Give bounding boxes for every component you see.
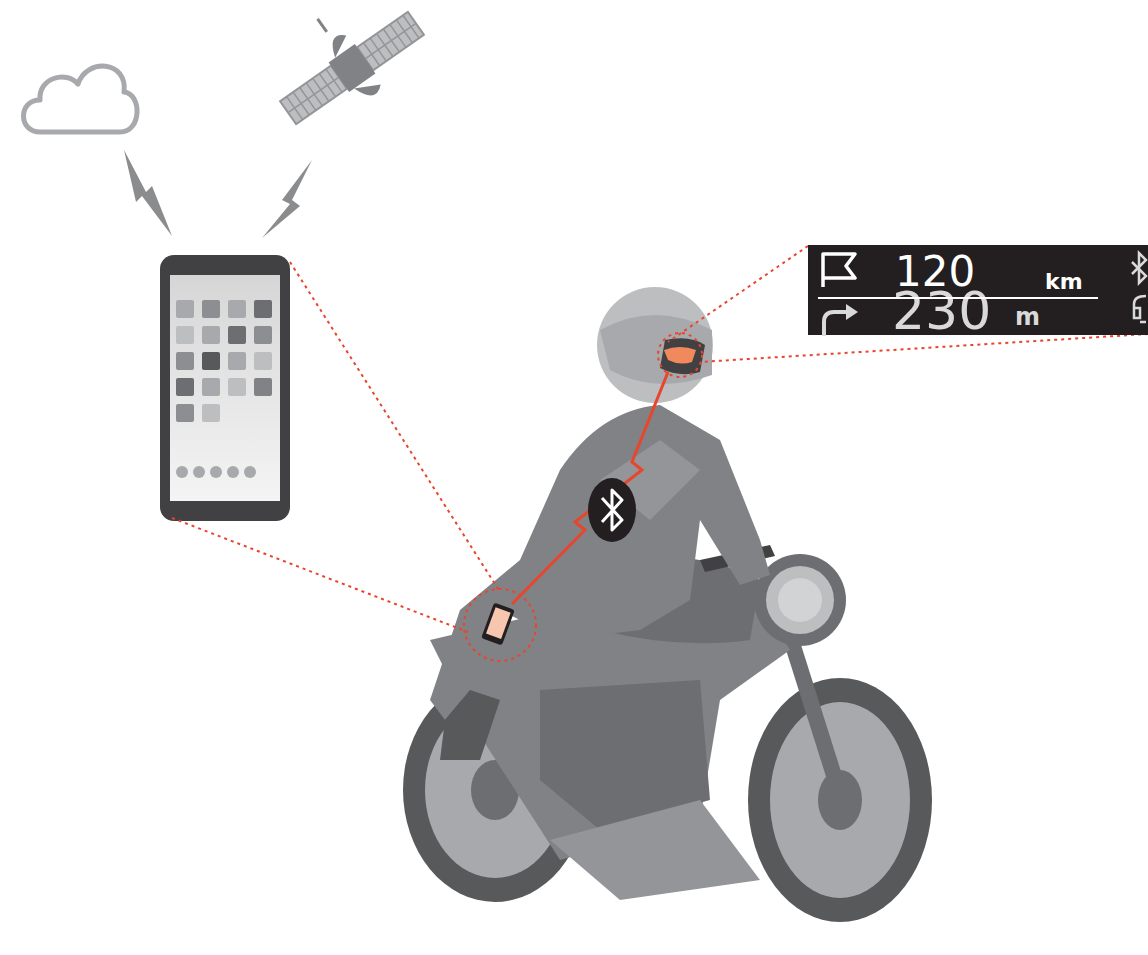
leader-line bbox=[172, 246, 1148, 661]
distance-unit: km bbox=[1045, 271, 1083, 293]
display-panel: 120km230m bbox=[808, 245, 1148, 335]
display-divider bbox=[818, 297, 1098, 299]
signal-bolt bbox=[124, 150, 172, 236]
bluetooth-badge bbox=[588, 478, 636, 542]
turn-right-icon bbox=[846, 304, 858, 320]
headset-status-icon bbox=[1134, 296, 1146, 322]
signal-bolt bbox=[262, 160, 312, 238]
satellite-icon bbox=[254, 0, 436, 141]
smartphone-icon bbox=[160, 255, 290, 521]
bluetooth-link bbox=[512, 372, 668, 604]
turn-right-icon bbox=[824, 312, 850, 336]
cloud-icon bbox=[24, 66, 138, 132]
turn-distance-value: 230 bbox=[892, 285, 991, 337]
helmet-visor-highlight bbox=[664, 347, 696, 364]
bluetooth-symbol bbox=[602, 490, 622, 530]
bluetooth-status-icon bbox=[1132, 253, 1146, 283]
mounted-phone bbox=[481, 602, 515, 645]
turn-distance-unit: m bbox=[1015, 305, 1040, 329]
flag-icon bbox=[823, 254, 855, 287]
motorcycle-illustration bbox=[403, 287, 932, 922]
